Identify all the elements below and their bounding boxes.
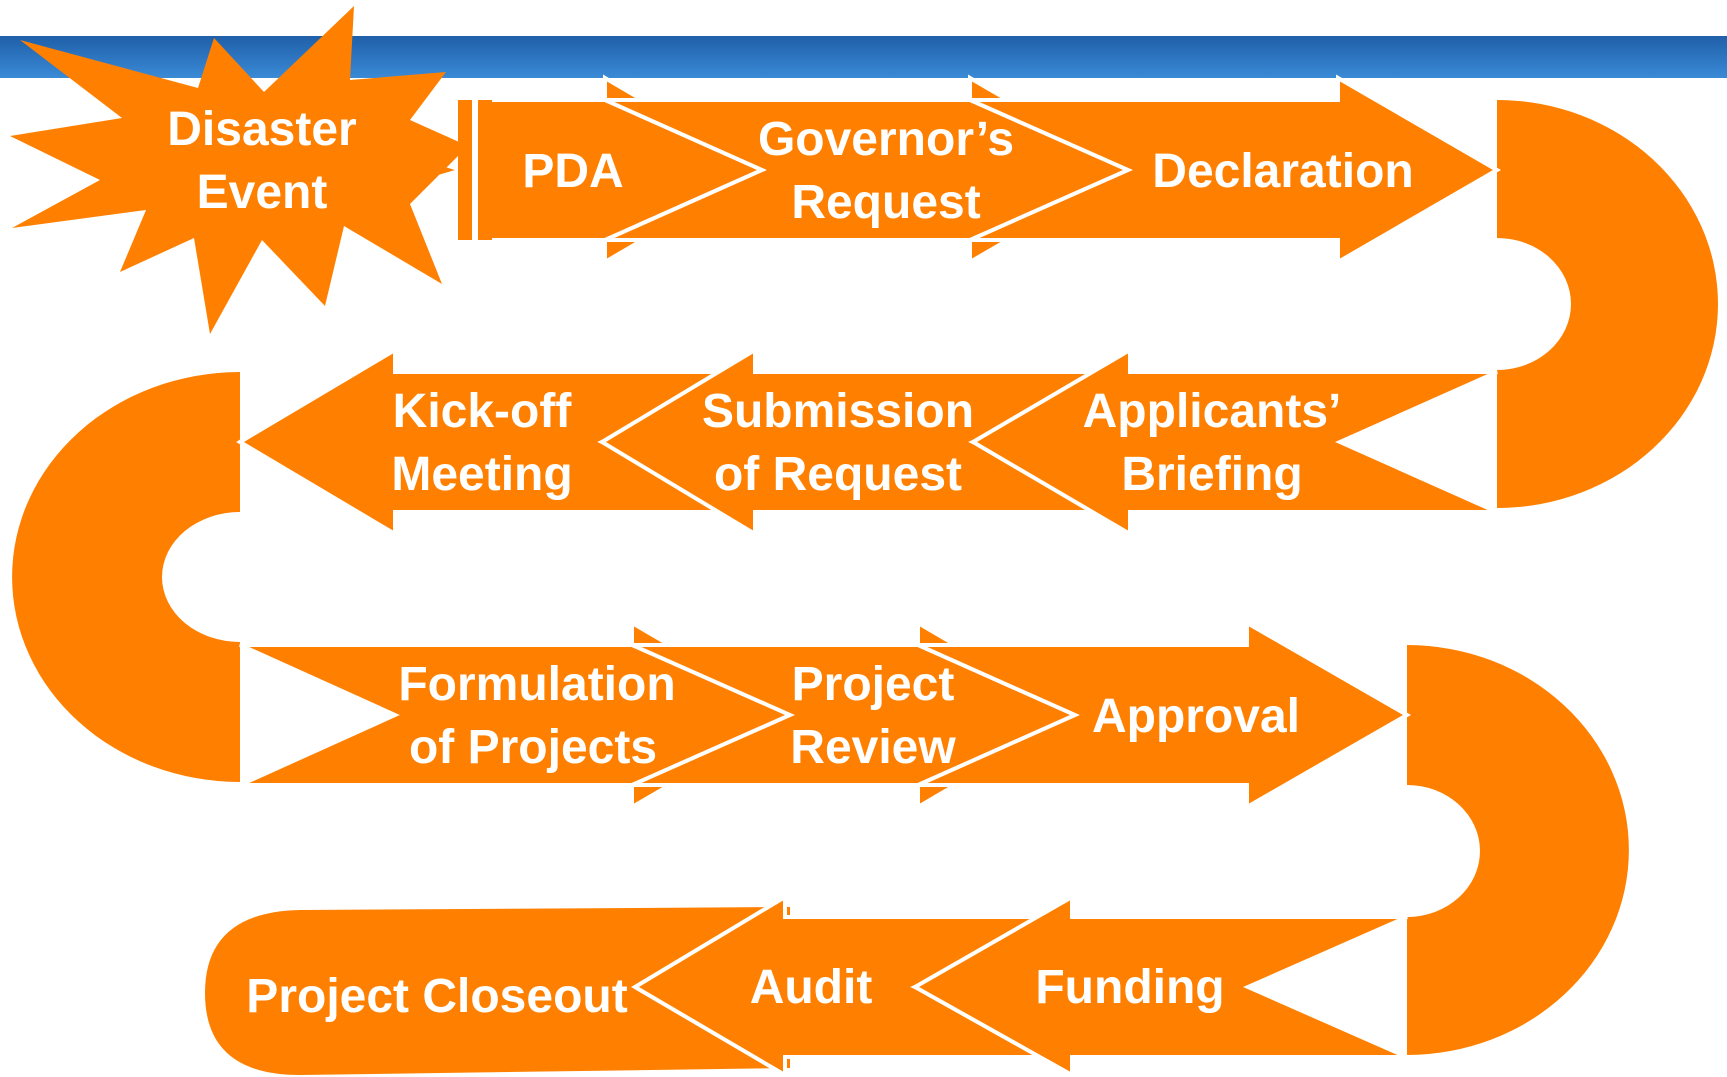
applicants-briefing-label-line1: Applicants’	[1083, 385, 1342, 438]
formulation-of-projects-label-line2: of Projects	[409, 721, 657, 774]
start-label-line1: Disaster	[167, 103, 356, 156]
arrow-formulation-of-projects	[239, 619, 794, 811]
labels: Disaster Event PDA Governor’s Request De…	[167, 103, 1413, 1023]
u-turn-connectors	[12, 100, 1718, 1075]
declaration-label: Declaration	[1152, 145, 1413, 198]
row3-arrows	[239, 619, 1412, 811]
start-label-line2: Event	[197, 166, 328, 219]
approval-label: Approval	[1092, 690, 1300, 743]
kick-off-meeting-label-line2: Meeting	[391, 448, 572, 501]
arrow-declaration	[969, 74, 1501, 266]
formulation-of-projects-label-line1: Formulation	[398, 658, 675, 711]
u-turn-right-1	[1497, 100, 1718, 508]
governors-request-label-line1: Governor’s	[758, 113, 1014, 166]
row4-arrows	[631, 893, 1408, 1077]
applicants-briefing-label-line2: Briefing	[1121, 448, 1302, 501]
u-turn-right-2	[1407, 645, 1629, 1055]
u-turn-left-1	[12, 372, 241, 782]
pda-label: PDA	[522, 145, 623, 198]
closeout-terminal	[205, 907, 790, 1075]
submission-of-request-label-line1: Submission	[702, 385, 974, 438]
disaster-event-starburst	[10, 6, 468, 334]
arrow-applicants-briefing	[969, 346, 1498, 538]
connector-bar-2	[478, 100, 492, 240]
row2-arrows	[236, 346, 1498, 538]
arrow-project-review	[631, 619, 1079, 811]
arrow-approval	[917, 619, 1412, 811]
audit-label: Audit	[750, 961, 873, 1014]
header-band	[0, 36, 1727, 78]
governors-request-label-line2: Request	[791, 176, 980, 229]
funding-label: Funding	[1035, 961, 1224, 1014]
row1-arrows	[488, 74, 1501, 266]
submission-of-request-label-line2: of Request	[714, 448, 962, 501]
kick-off-meeting-label-line1: Kick-off	[393, 385, 573, 438]
project-closeout-label: Project Closeout	[246, 970, 627, 1023]
connector-bar-1	[458, 100, 472, 240]
project-review-label-line1: Project	[792, 658, 955, 711]
project-review-label-line2: Review	[790, 721, 956, 774]
arrow-governors-request	[604, 74, 1132, 266]
arrow-funding	[910, 893, 1408, 1077]
